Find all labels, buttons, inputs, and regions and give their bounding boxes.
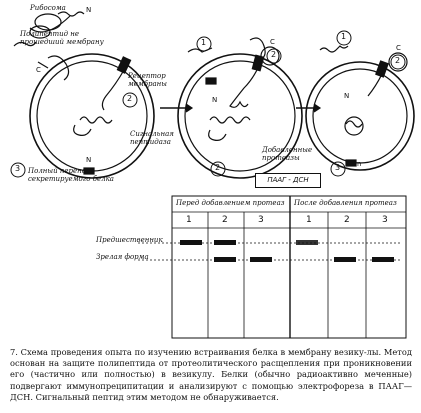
diagram-drawing [10,11,415,339]
step-number: 2 [271,50,277,59]
vesicle-2 [177,37,303,179]
diagram: Рибосома Полипептид не прошедший мембран… [10,4,415,339]
label-precursor: Предшественник [96,236,163,244]
vesicle-3 [305,45,415,171]
paag-box: ПААГ - ДСН [255,173,321,188]
lane-number: 2 [344,215,350,225]
figure-caption: 7. Схема проведения опыта по изучению вс… [10,347,412,403]
lane-number: 2 [222,215,228,225]
terminus-letter: C [36,66,41,74]
terminus-letter: N [344,92,350,100]
terminus-letter: N [86,156,92,164]
gel-table [171,195,407,339]
step-number: 2 [395,56,401,65]
label-free-polypeptide: Полипептид не прошедший мембрану [20,30,104,46]
step-number: 2 [127,94,133,103]
label-mature-form: Зрелая форма [96,253,149,261]
label-before-proteases: Перед добавлением протеаз [176,199,285,207]
terminus-letter: C [396,44,401,52]
terminus-letter: n [357,160,362,168]
lane-number: 1 [306,215,312,225]
terminus-letter: N [86,6,92,14]
free-polypeptide-icon [13,41,37,47]
step-number: 3 [15,164,21,173]
gel-bands [180,240,394,262]
ribosome-icon [29,11,85,39]
caption-text: Схема проведения опыта по изучению встра… [10,347,412,402]
lane-number: 3 [382,215,388,225]
label-added-proteases: Добавленные протеазы [262,146,313,162]
terminus-letter: C [270,38,275,46]
caption-number: 7. [10,347,18,357]
label-signal-peptidase: Сигнальная пептидаза [130,130,174,146]
lane-number: 1 [186,215,192,225]
label-ribosome: Рибосома [30,4,66,12]
lane-number: 3 [258,215,264,225]
label-receptor-membrane: Рецептор мембраны [128,72,167,88]
terminus-letter: N [212,96,218,104]
label-after-proteases: После добавления протеаз [294,199,397,207]
vesicle-1 [29,53,155,179]
label-full-transfer: Полный перенос секретируемого белка [28,167,114,183]
step-number: 2 [215,163,221,172]
step-number: 1 [201,38,207,47]
step-number: 1 [341,32,347,41]
step-number: 3 [335,163,341,172]
